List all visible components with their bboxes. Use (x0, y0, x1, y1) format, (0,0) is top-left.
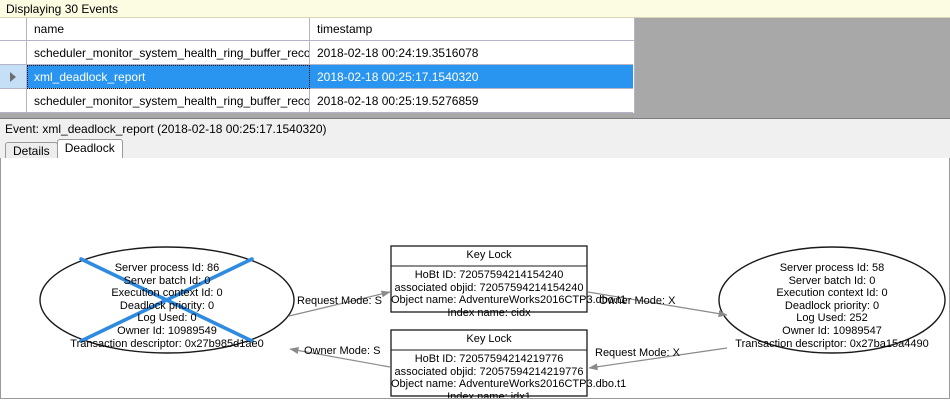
edge-label-bottom-owned-by-left: Owner Mode: S (304, 345, 381, 357)
grid-corner-cell (0, 18, 27, 40)
column-header-name[interactable]: name (27, 18, 310, 40)
displaying-events-label: Displaying 30 Events (6, 1, 119, 16)
deadlock-graph-canvas[interactable]: top lock (Request Mode: S) --> right pro… (0, 158, 950, 399)
edge-left-requests-top (288, 290, 391, 317)
tabstrip: Details Deadlock (0, 139, 950, 159)
resource-node-bottom-box[interactable] (390, 329, 588, 397)
cell-timestamp[interactable]: 2018-02-18 00:25:19.5276859 (310, 89, 633, 113)
edge-top-owned-by-right (587, 291, 728, 318)
edge-right-requests-bottom (588, 347, 728, 371)
resource-top-title: Key Lock (466, 249, 512, 261)
row-header-cell[interactable] (0, 89, 27, 113)
row-header-cell[interactable] (0, 41, 27, 65)
resource-bottom-title: Key Lock (466, 333, 512, 345)
column-header-timestamp[interactable]: timestamp (310, 18, 633, 40)
edge-label-right-requests-bottom: Request Mode: X (595, 347, 680, 359)
deadlock-graph-svg: top lock (Request Mode: S) --> right pro… (39, 245, 946, 397)
event-title-bar: Event: xml_deadlock_report (2018-02-18 0… (0, 119, 950, 139)
cell-name[interactable]: scheduler_monitor_system_health_ring_buf… (27, 89, 310, 113)
edge-label-left-requests-top: Request Mode: S (297, 295, 382, 307)
deadlock-victim-cross-icon (79, 257, 254, 343)
tab-deadlock[interactable]: Deadlock (56, 139, 123, 158)
process-node-right-ellipse[interactable] (718, 246, 946, 354)
resource-node-top-box[interactable] (390, 245, 588, 313)
row-header-cell[interactable] (0, 65, 27, 89)
edge-bottom-owned-by-left (289, 347, 391, 368)
page-title: Event: xml_deadlock_report (2018-02-18 0… (5, 122, 327, 136)
cell-name[interactable]: scheduler_monitor_system_health_ring_buf… (27, 41, 310, 65)
events-grid-area: name timestamp scheduler_monitor_system_… (0, 18, 950, 119)
cell-timestamp[interactable]: 2018-02-18 00:25:17.1540320 (310, 65, 633, 89)
row-selector-arrow-icon (10, 71, 16, 82)
table-row[interactable]: scheduler_monitor_system_health_ring_buf… (0, 41, 634, 65)
events-grid[interactable]: name timestamp scheduler_monitor_system_… (0, 18, 635, 113)
table-row[interactable]: scheduler_monitor_system_health_ring_buf… (0, 89, 634, 113)
tab-details[interactable]: Details (5, 142, 58, 159)
cell-timestamp[interactable]: 2018-02-18 00:24:19.3516078 (310, 41, 633, 65)
table-row-selected[interactable]: xml_deadlock_report 2018-02-18 00:25:17.… (0, 65, 634, 89)
cell-name[interactable]: xml_deadlock_report (27, 65, 310, 89)
displaying-events-banner: Displaying 30 Events (0, 0, 950, 18)
events-grid-header-row: name timestamp (0, 18, 634, 41)
edge-label-top-owned-by-right: Owner Mode: X (599, 295, 676, 307)
